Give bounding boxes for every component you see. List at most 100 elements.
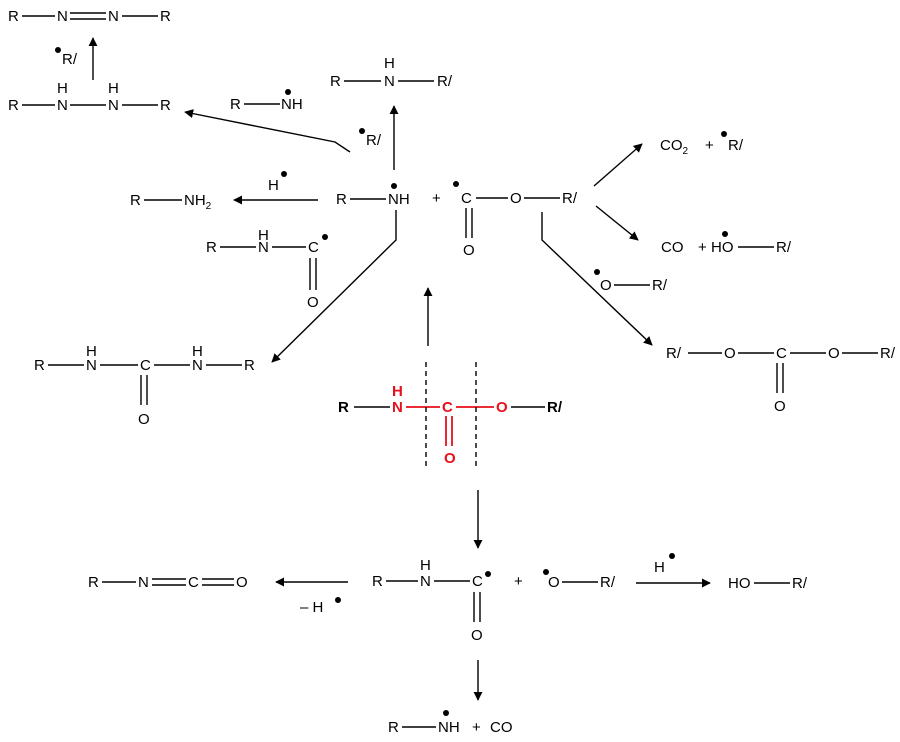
svg-text:R/: R/ [666, 345, 682, 362]
svg-text:N: N [86, 357, 97, 374]
svg-text:O: O [774, 398, 786, 415]
svg-text:R/: R/ [437, 73, 453, 90]
svg-text:+: + [705, 137, 714, 154]
svg-text:C: C [308, 239, 319, 256]
svg-text:O: O [138, 411, 150, 428]
svg-text:N: N [108, 97, 119, 114]
svg-text:R/: R/ [652, 277, 668, 294]
svg-text:C: C [140, 357, 151, 374]
svg-text:N: N [392, 399, 403, 416]
urethane-linkage: R H N C O O R/ [338, 383, 563, 467]
svg-text:N: N [258, 239, 269, 256]
svg-text:C: C [472, 573, 483, 590]
svg-text:H: H [192, 343, 203, 360]
svg-text:R: R [330, 73, 341, 90]
atom-N: N [57, 8, 68, 25]
svg-text:R: R [388, 719, 399, 736]
svg-text:H: H [268, 177, 279, 194]
carbonate-product: R/ O C O O R/ [666, 345, 896, 415]
svg-text:N: N [192, 357, 203, 374]
svg-text:R/: R/ [547, 399, 563, 416]
svg-text:NH: NH [438, 719, 460, 736]
hydrazine-product: R H N H N R [8, 80, 171, 114]
svg-text:O: O [724, 345, 736, 362]
svg-text:R/: R/ [600, 574, 616, 591]
radical-Rp-amine: R/ [359, 128, 382, 149]
svg-text:H: H [420, 557, 431, 574]
svg-text:O: O [496, 399, 508, 416]
svg-text:N: N [420, 573, 431, 590]
plus-sign: + [514, 573, 523, 590]
svg-text:H: H [384, 55, 395, 72]
svg-text:H: H [258, 227, 269, 244]
svg-text:HO: HO [711, 239, 734, 256]
svg-text:R: R [206, 239, 217, 256]
svg-text:R/: R/ [880, 345, 896, 362]
arrow-to-co2 [593, 143, 643, 187]
co2-product: CO2 + R/ [660, 131, 744, 157]
arrow-to-carbonate [541, 212, 653, 346]
svg-text:O: O [828, 345, 840, 362]
svg-text:H: H [392, 383, 403, 400]
svg-text:R: R [230, 96, 241, 113]
svg-text:O: O [510, 190, 522, 207]
svg-text:CO2: CO2 [660, 137, 689, 157]
radical-minus-H: – H [300, 597, 341, 616]
svg-text:O: O [307, 294, 319, 311]
radical-H-amine: H [268, 171, 287, 194]
svg-text:NH: NH [388, 191, 410, 208]
svg-text:R: R [34, 357, 45, 374]
svg-text:R: R [160, 97, 171, 114]
svg-text:R: R [372, 573, 383, 590]
aminyl-co-product: R NH + CO [388, 710, 513, 736]
alkoxy-radical-bottom: O R/ [543, 569, 616, 591]
svg-text:N: N [384, 73, 395, 90]
arrow-to-hydrazine [184, 109, 351, 153]
svg-text:N: N [138, 574, 149, 591]
svg-text:C: C [461, 190, 472, 207]
svg-text:H: H [86, 343, 97, 360]
svg-text:R/: R/ [562, 190, 578, 207]
svg-text:H: H [654, 559, 665, 576]
isocyanate-product: R N C O [88, 574, 248, 591]
atom-R: R [160, 8, 171, 25]
primary-amine-product: R NH2 [130, 192, 212, 212]
azo-product: R N N R [8, 8, 171, 25]
svg-text:HO: HO [728, 575, 751, 592]
svg-text:R: R [336, 191, 347, 208]
svg-text:– H: – H [300, 599, 323, 616]
svg-text:H: H [108, 80, 119, 97]
svg-text:R: R [338, 399, 349, 416]
svg-text:+: + [472, 719, 481, 736]
svg-text:R/: R/ [728, 137, 744, 154]
svg-text:C: C [442, 399, 453, 416]
secondary-amine-product: R H N R/ [330, 55, 453, 90]
carbamoyl-radical: R H N C O [206, 227, 328, 311]
atom-N: N [108, 8, 119, 25]
svg-text:R/: R/ [792, 575, 808, 592]
plus-sign: + [432, 190, 441, 207]
svg-text:R/: R/ [366, 132, 382, 149]
carbamoyl-radical-bottom: R H N C O [372, 557, 491, 644]
svg-text:+: + [698, 239, 707, 256]
svg-text:N: N [57, 97, 68, 114]
arrow-to-co [595, 205, 639, 241]
alkoxycarbonyl-radical: C O O R/ [453, 181, 578, 259]
co-alcohol-product: CO + HO R/ [661, 231, 792, 256]
svg-text:O: O [600, 277, 612, 294]
svg-text:C: C [776, 345, 787, 362]
radical-Rp-azo: R/ [55, 47, 78, 68]
svg-text:O: O [463, 242, 475, 259]
svg-text:R/: R/ [62, 51, 78, 68]
svg-text:R/: R/ [776, 239, 792, 256]
alkoxy-radical-reagent: O R/ [594, 269, 668, 294]
svg-text:NH2: NH2 [184, 192, 212, 212]
svg-text:R: R [130, 192, 141, 209]
urea-product: R H N C O H N R [34, 343, 255, 428]
alcohol-product: HO R/ [728, 575, 808, 592]
svg-text:NH: NH [281, 96, 303, 113]
svg-text:R: R [88, 574, 99, 591]
radical-H-alcohol: H [654, 553, 675, 576]
svg-text:O: O [471, 627, 483, 644]
